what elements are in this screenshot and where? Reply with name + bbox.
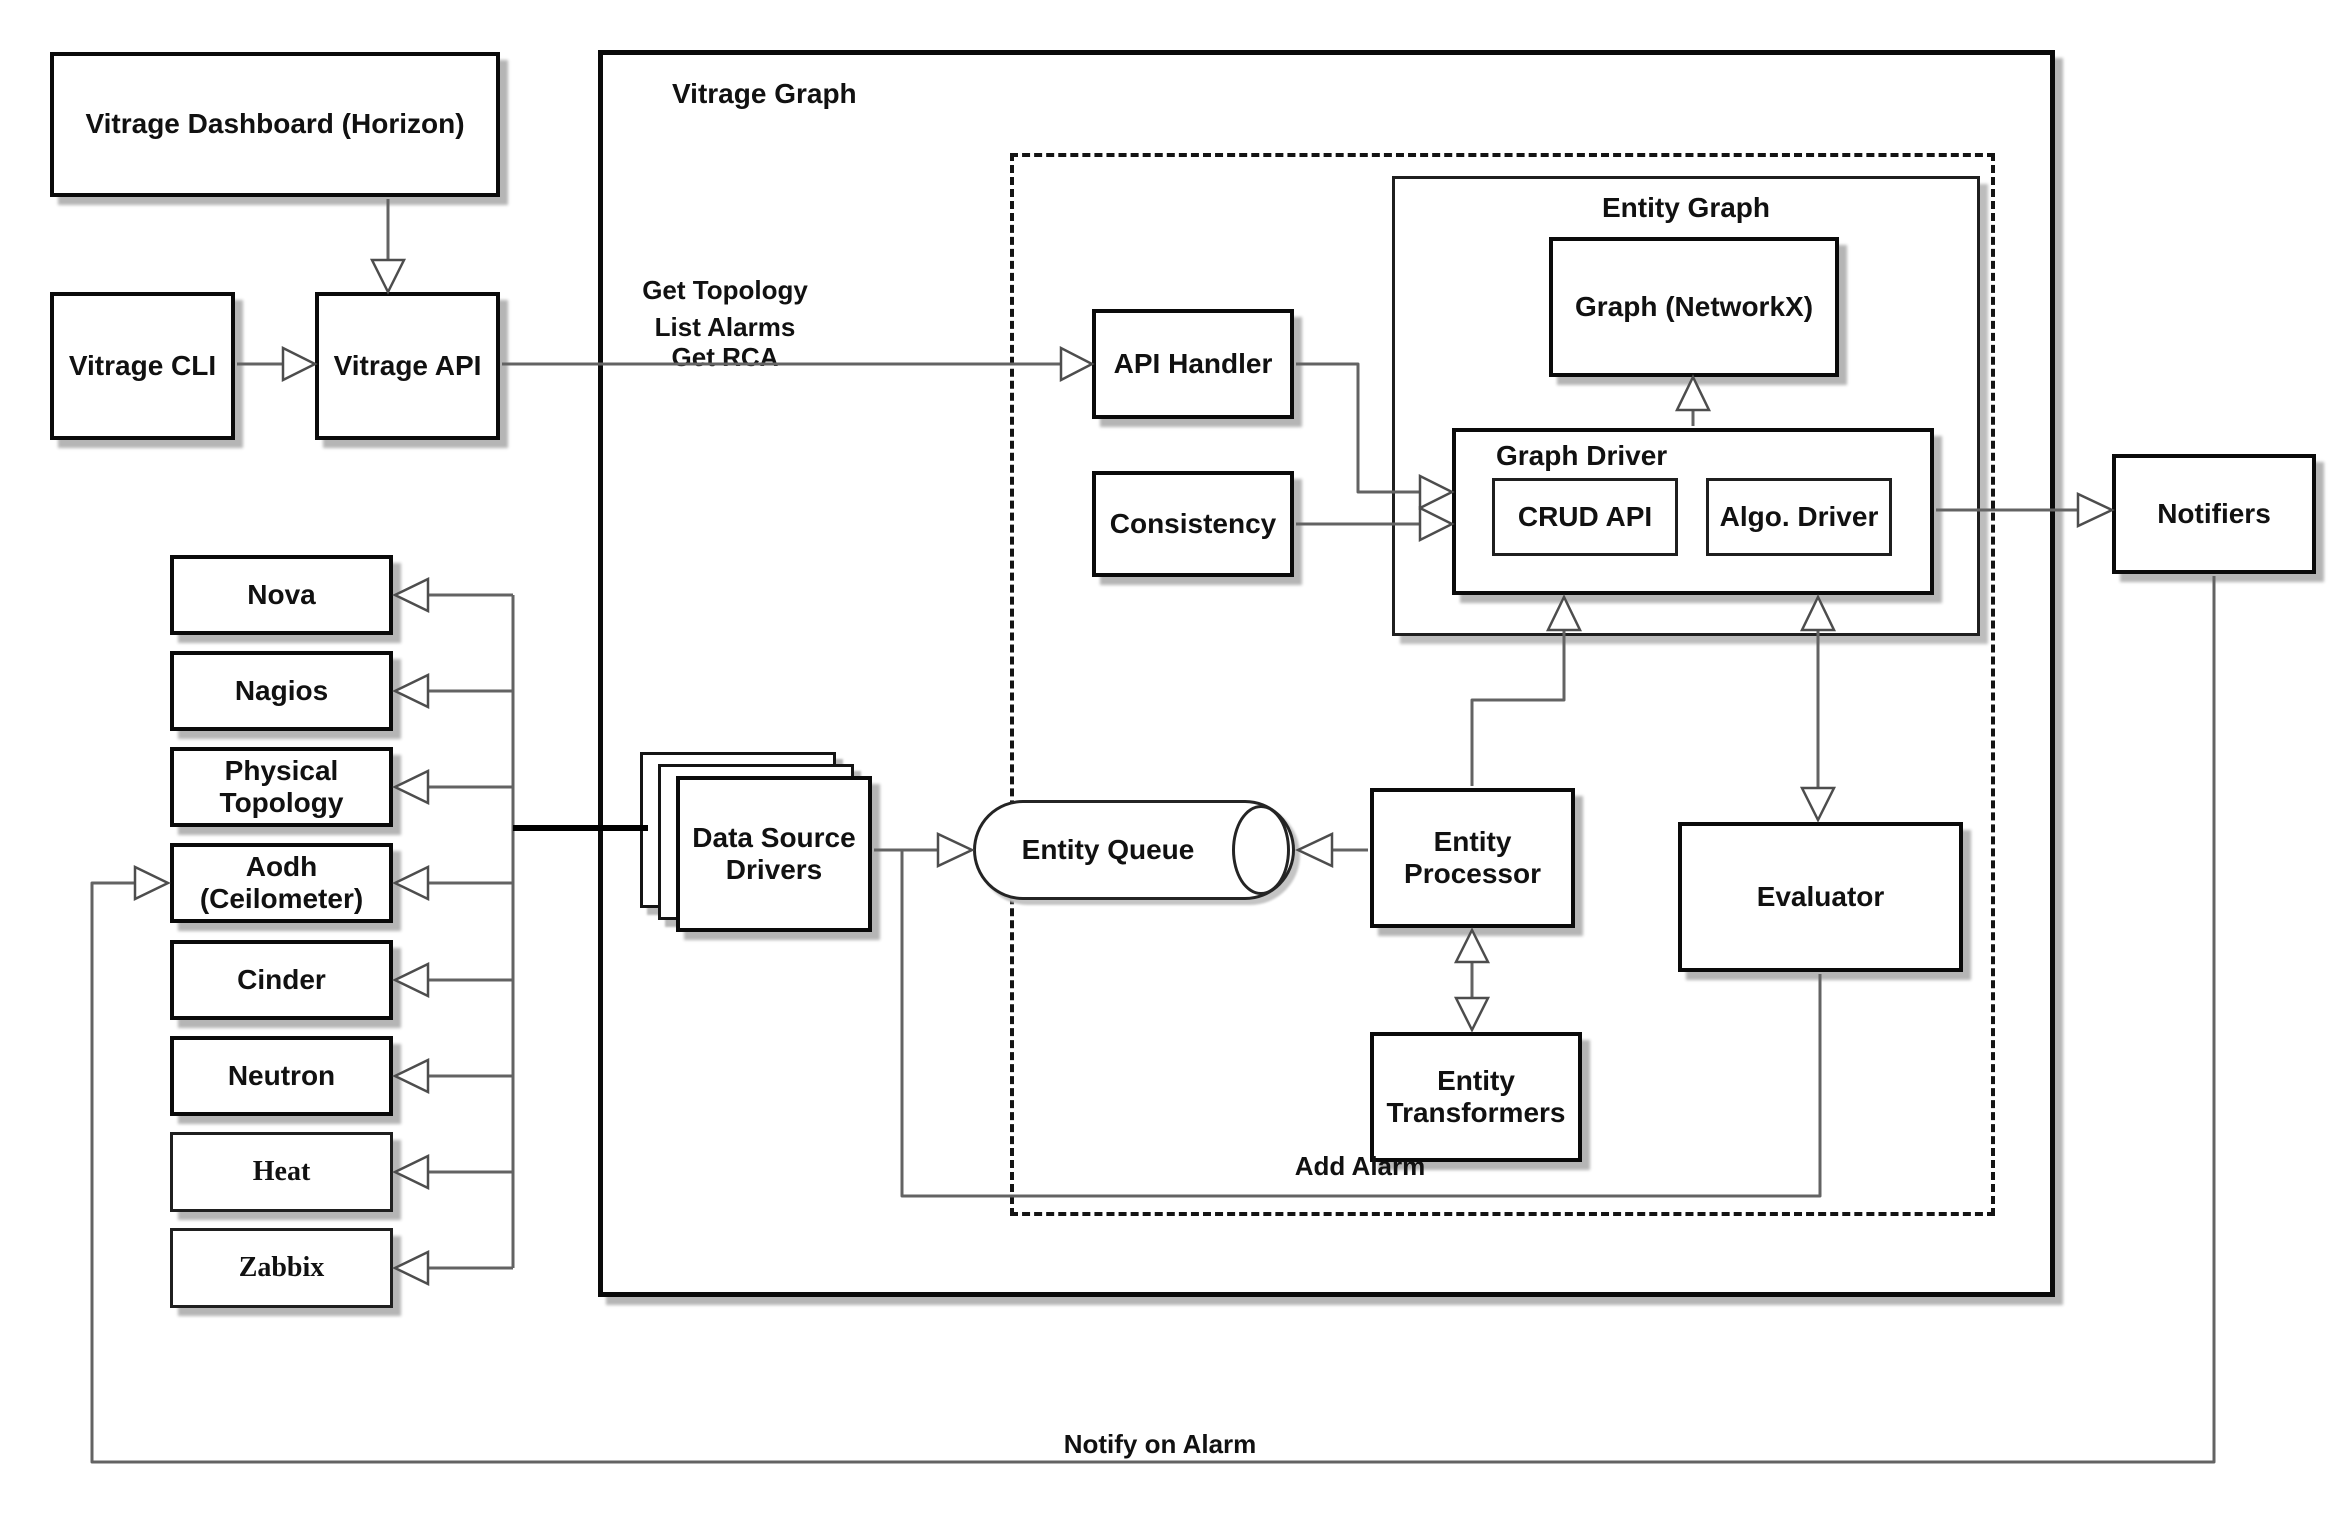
node-entity-transformers: Entity Transformers bbox=[1370, 1032, 1582, 1162]
arrowhead-up-gd-from-evaluator bbox=[1800, 594, 1836, 632]
arrowhead-down-evaluator bbox=[1799, 786, 1837, 823]
add-alarm-label: Add Alarm bbox=[1294, 1151, 1426, 1181]
arrowhead-down-api bbox=[369, 258, 407, 295]
node-source-nova: Nova bbox=[170, 555, 393, 635]
arrowhead-down-transformers bbox=[1453, 996, 1491, 1033]
node-vitrage-dashboard: Vitrage Dashboard (Horizon) bbox=[50, 52, 500, 197]
node-source-nagios: Nagios bbox=[170, 651, 393, 731]
vitrage-graph-container bbox=[598, 50, 2055, 1297]
entity-queue-label: Entity Queue bbox=[1021, 834, 1195, 865]
node-source-neutron: Neutron bbox=[170, 1036, 393, 1116]
arrowhead-right-gd-bottom bbox=[1418, 505, 1455, 543]
node-evaluator: Evaluator bbox=[1678, 822, 1963, 972]
vitrage-graph-title: Vitrage Graph bbox=[672, 78, 857, 109]
list-alarms-label: List Alarms bbox=[654, 311, 796, 342]
arrowhead-up-processor bbox=[1453, 927, 1491, 964]
node-crud-api: CRUD API bbox=[1492, 478, 1678, 556]
arrowhead-left-physical-topology bbox=[392, 769, 430, 805]
arrowhead-right-gd-top bbox=[1418, 473, 1455, 511]
node-entity-queue: Entity Queue bbox=[973, 800, 1295, 900]
graph-networkx-label: Graph (NetworkX) bbox=[1574, 290, 1814, 322]
node-source-physical-topology: Physical Topology bbox=[170, 747, 393, 827]
entity-processor-label: Entity Processor bbox=[1404, 825, 1541, 889]
node-vitrage-api: Vitrage API bbox=[315, 292, 500, 440]
arrowhead-right-notifiers bbox=[2076, 492, 2115, 528]
arrowhead-up-gd-from-processor bbox=[1546, 594, 1582, 632]
source-label: Zabbix bbox=[238, 1251, 325, 1283]
notifiers-label: Notifiers bbox=[2157, 497, 2271, 529]
arrowhead-left-cinder bbox=[392, 962, 430, 998]
arrowhead-left-queue bbox=[1295, 832, 1334, 868]
core-dashed-container bbox=[1010, 153, 1995, 1216]
node-data-source-drivers: Data Source Drivers bbox=[676, 776, 872, 932]
entity-transformers-label: Entity Transformers bbox=[1386, 1064, 1566, 1128]
node-api-handler: API Handler bbox=[1092, 309, 1294, 419]
node-vitrage-cli: Vitrage CLI bbox=[50, 292, 235, 440]
edge-add-alarm bbox=[900, 850, 1822, 1198]
node-source-cinder: Cinder bbox=[170, 940, 393, 1020]
node-source-aodh: Aodh (Ceilometer) bbox=[170, 843, 393, 923]
arrowhead-left-nova bbox=[392, 577, 430, 613]
arrowhead-left-nagios bbox=[392, 673, 430, 709]
node-source-heat: Heat bbox=[170, 1132, 393, 1212]
api-call-labels: Get Topology List Alarms Get RCA bbox=[615, 275, 835, 373]
source-label: Aodh (Ceilometer) bbox=[199, 850, 364, 914]
source-label: Heat bbox=[252, 1155, 311, 1187]
source-label: Physical Topology bbox=[219, 754, 344, 818]
edge-api-handler-to-graph-driver bbox=[1296, 362, 1419, 494]
node-source-zabbix: Zabbix bbox=[170, 1228, 393, 1308]
crud-api-label: CRUD API bbox=[1517, 500, 1653, 532]
node-notifiers: Notifiers bbox=[2112, 454, 2316, 574]
arrowhead-left-neutron bbox=[392, 1058, 430, 1094]
node-entity-processor: Entity Processor bbox=[1370, 788, 1575, 928]
vitrage-api-label: Vitrage API bbox=[333, 349, 482, 381]
arrowhead-left-aodh-trunk bbox=[392, 865, 430, 901]
arrowhead-left-heat bbox=[392, 1154, 430, 1190]
edge-entity-processor-to-graph-driver bbox=[1470, 630, 1566, 786]
vitrage-dashboard-label: Vitrage Dashboard (Horizon) bbox=[85, 108, 465, 140]
arrowhead-right-api-handler bbox=[1059, 345, 1095, 383]
node-consistency: Consistency bbox=[1092, 471, 1294, 577]
get-topology-label: Get Topology bbox=[642, 275, 808, 305]
evaluator-label: Evaluator bbox=[1756, 880, 1885, 912]
notify-on-alarm-label: Notify on Alarm bbox=[1063, 1429, 1257, 1459]
graph-driver-title: Graph Driver bbox=[1496, 440, 1668, 471]
source-label: Nagios bbox=[234, 674, 329, 706]
node-algo-driver: Algo. Driver bbox=[1706, 478, 1892, 556]
data-source-drivers-label: Data Source Drivers bbox=[692, 821, 856, 885]
get-rca-label: Get RCA bbox=[671, 341, 779, 372]
api-handler-label: API Handler bbox=[1113, 347, 1273, 379]
node-graph-networkx: Graph (NetworkX) bbox=[1549, 237, 1839, 377]
algo-driver-label: Algo. Driver bbox=[1719, 500, 1879, 532]
consistency-label: Consistency bbox=[1109, 507, 1277, 539]
source-label: Neutron bbox=[227, 1059, 336, 1091]
vitrage-cli-label: Vitrage CLI bbox=[68, 349, 217, 381]
source-label: Nova bbox=[247, 578, 316, 610]
entity-graph-title: Entity Graph bbox=[1601, 192, 1770, 223]
arrowhead-right-aodh-notify bbox=[133, 865, 171, 901]
source-label: Cinder bbox=[237, 963, 326, 995]
queue-cylinder-face bbox=[1232, 805, 1290, 895]
arrowhead-left-zabbix bbox=[392, 1250, 430, 1286]
arrowhead-up-networkx bbox=[1675, 374, 1711, 412]
edge-notify-on-alarm bbox=[90, 576, 2216, 1464]
arrowhead-right-api bbox=[281, 345, 318, 383]
arrowhead-right-queue bbox=[936, 832, 975, 868]
